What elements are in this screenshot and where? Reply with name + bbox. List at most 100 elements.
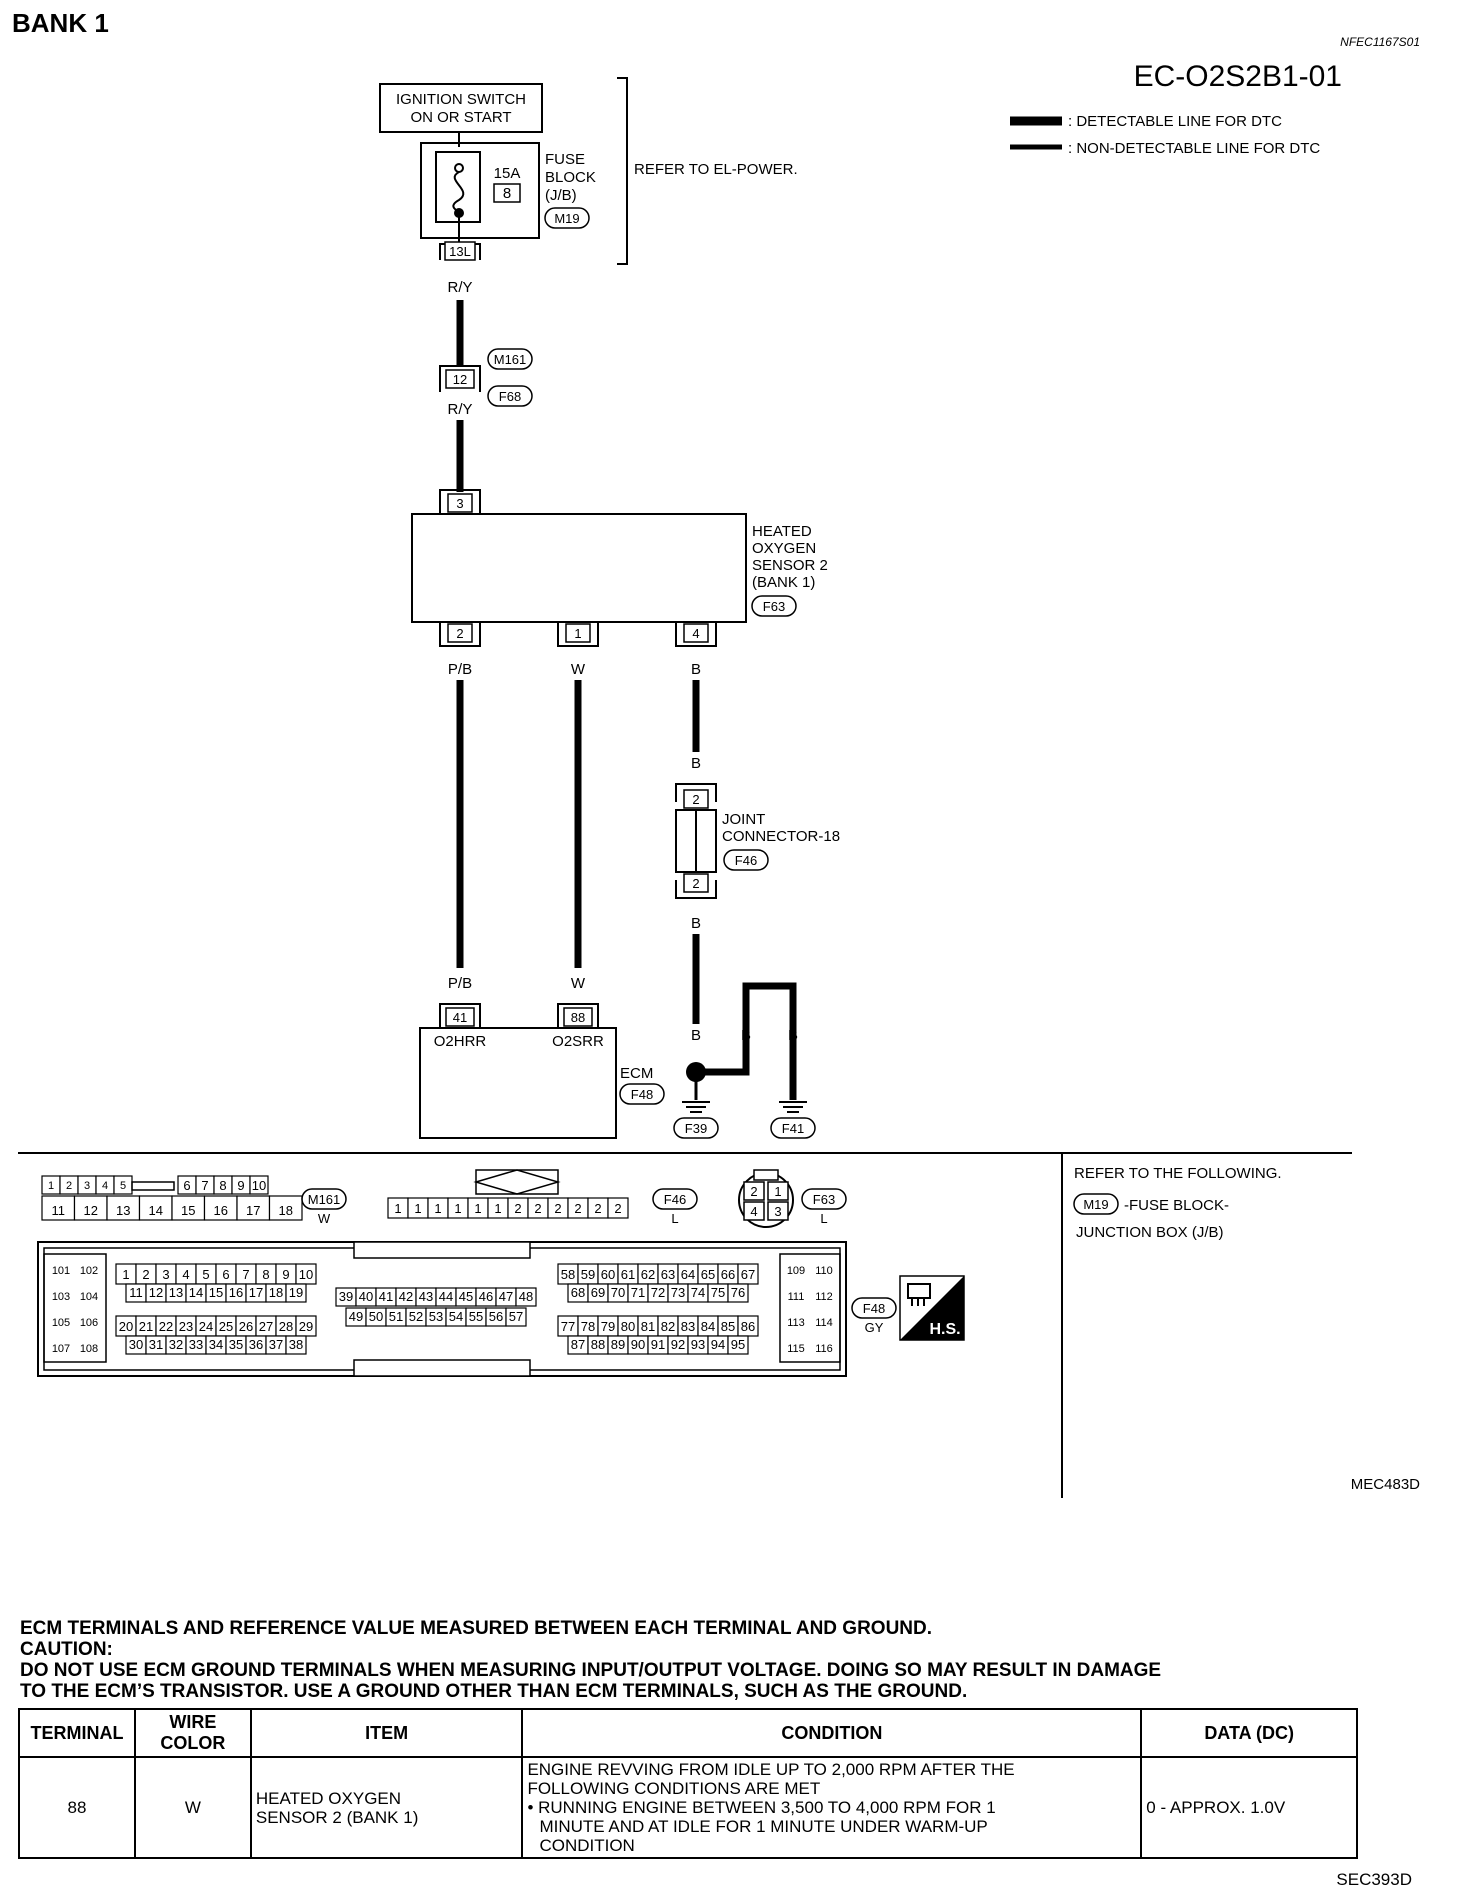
ignition-switch-label-2: ON OR START xyxy=(410,109,511,126)
ecm-pin: 5 xyxy=(202,1267,209,1282)
page-title: BANK 1 xyxy=(12,8,109,38)
ecm-pin: 72 xyxy=(651,1285,665,1300)
inline-conn-f: F68 xyxy=(499,389,521,404)
header-condition: CONDITION xyxy=(521,1708,1143,1758)
f46-pin: 2 xyxy=(554,1201,561,1216)
ecm-pin: 104 xyxy=(80,1291,98,1303)
sensor-pin-1-box xyxy=(565,623,591,643)
caution-notes: ECM TERMINALS AND REFERENCE VALUE MEASUR… xyxy=(20,1618,1320,1702)
ecm-pin: 93 xyxy=(691,1337,705,1352)
cell-data: 0 - APPROX. 1.0V xyxy=(1140,1756,1358,1859)
wire-label-b-5: B xyxy=(741,1027,751,1044)
sensor-label-3: SENSOR 2 xyxy=(752,557,828,574)
m161-pin: 16 xyxy=(214,1203,228,1218)
m161-pin: 9 xyxy=(237,1178,244,1193)
joint-label-2: CONNECTOR-18 xyxy=(722,828,840,845)
ecm-terminal-table: TERMINAL WIRE COLOR ITEM CONDITION DATA … xyxy=(18,1708,1358,1859)
ecm-pin: 24 xyxy=(199,1319,213,1334)
m161-pin: 10 xyxy=(252,1178,266,1193)
ecm-pin-a: 41 xyxy=(453,1010,467,1025)
fuse-number-box xyxy=(493,183,521,203)
ecm-pin: 111 xyxy=(788,1291,805,1303)
wire-label-pb-bottom: P/B xyxy=(448,975,472,992)
f48-conn-pill xyxy=(851,1297,897,1319)
sensor-pin-top: 3 xyxy=(456,496,463,511)
refer-line-3: JUNCTION BOX (J/B) xyxy=(1076,1224,1224,1241)
ecm-pin: 101 xyxy=(52,1265,70,1277)
ecm-pin: 102 xyxy=(80,1265,98,1277)
f46-pin-cell xyxy=(607,1197,629,1219)
wire-ground-branch xyxy=(696,982,797,1100)
hs-label: H.S. xyxy=(929,1321,960,1338)
ecm-pin: 92 xyxy=(671,1337,685,1352)
m161-pin: 15 xyxy=(181,1203,195,1218)
inline-terminal: 12 xyxy=(453,372,467,387)
ecm-pin: 15 xyxy=(209,1285,223,1300)
ecm-pin: 105 xyxy=(52,1317,70,1329)
cell-wire-color: W xyxy=(133,1756,252,1859)
ecm-label-b: O2SRR xyxy=(552,1033,604,1050)
ecm-pin: 116 xyxy=(815,1343,833,1355)
ecm-pin-cell xyxy=(727,1335,749,1355)
fuse-rating: 15A xyxy=(494,165,521,182)
m161-pin: 3 xyxy=(84,1180,90,1192)
f46-pin: 1 xyxy=(454,1201,461,1216)
ecm-pin: 38 xyxy=(289,1337,303,1352)
f46-name: F46 xyxy=(664,1192,686,1207)
ecm-pin: 83 xyxy=(681,1319,695,1334)
ecm-pin: 63 xyxy=(661,1267,675,1282)
ecm-pin: 2 xyxy=(142,1267,149,1282)
ecm-pin: 16 xyxy=(229,1285,243,1300)
wire-label-ry-1: R/Y xyxy=(447,279,472,296)
f48-color: GY xyxy=(865,1320,884,1335)
ground-2: F41 xyxy=(782,1121,804,1136)
ecm-pin: 62 xyxy=(641,1267,655,1282)
ecm-pin: 80 xyxy=(621,1319,635,1334)
m161-pin: 17 xyxy=(246,1203,260,1218)
ecm-pin: 73 xyxy=(671,1285,685,1300)
sensor-label-1: HEATED xyxy=(752,523,812,540)
ecm-pin: 82 xyxy=(661,1319,675,1334)
ecm-conn: F48 xyxy=(631,1087,653,1102)
ecm-pin: 86 xyxy=(741,1319,755,1334)
f63-name: F63 xyxy=(813,1192,835,1207)
ecm-pin: 69 xyxy=(591,1285,605,1300)
ecm-pin: 76 xyxy=(731,1285,745,1300)
ecm-pin: 33 xyxy=(189,1337,203,1352)
note-line-1: ECM TERMINALS AND REFERENCE VALUE MEASUR… xyxy=(20,1618,933,1639)
ecm-pin: 89 xyxy=(611,1337,625,1352)
ecm-pin: 30 xyxy=(129,1337,143,1352)
ecm-pin: 31 xyxy=(149,1337,163,1352)
m161-pin: 13 xyxy=(116,1203,130,1218)
sensor-pin-4-box xyxy=(683,623,709,643)
ecm-pin: 58 xyxy=(561,1267,575,1282)
m161-pin: 4 xyxy=(102,1180,108,1192)
ecm-pin: 70 xyxy=(611,1285,625,1300)
ecm-pin: 57 xyxy=(509,1309,523,1324)
f63-pin-box-3 xyxy=(743,1201,765,1221)
note-line-2: CAUTION: xyxy=(20,1639,113,1660)
ecm-pin: 94 xyxy=(711,1337,725,1352)
ecm-pin: 9 xyxy=(282,1267,289,1282)
fuse-block-conn: M19 xyxy=(554,211,579,226)
ecm-pin: 35 xyxy=(229,1337,243,1352)
item-line-1: HEATED OXYGEN xyxy=(255,1788,402,1808)
ecm-pin: 90 xyxy=(631,1337,645,1352)
ecm-pin: 8 xyxy=(262,1267,269,1282)
fuse-icon xyxy=(452,171,465,213)
refer-bracket xyxy=(617,77,628,265)
ecm-pin: 66 xyxy=(721,1267,735,1282)
f46-key-frame xyxy=(475,1169,559,1195)
ecm-pin: 37 xyxy=(269,1337,283,1352)
refer-power: REFER TO EL-POWER. xyxy=(634,161,798,178)
ecm-face-top-notch xyxy=(353,1241,531,1259)
ecm-pin: 20 xyxy=(119,1319,133,1334)
ecm-pin: 64 xyxy=(681,1267,695,1282)
ecm-pin: 1 xyxy=(122,1267,129,1282)
inline-conn-m: M161 xyxy=(494,352,527,367)
hs-connector-glyph xyxy=(907,1283,931,1306)
ecm-pin: 81 xyxy=(641,1319,655,1334)
ecm-pin: 19 xyxy=(289,1285,303,1300)
